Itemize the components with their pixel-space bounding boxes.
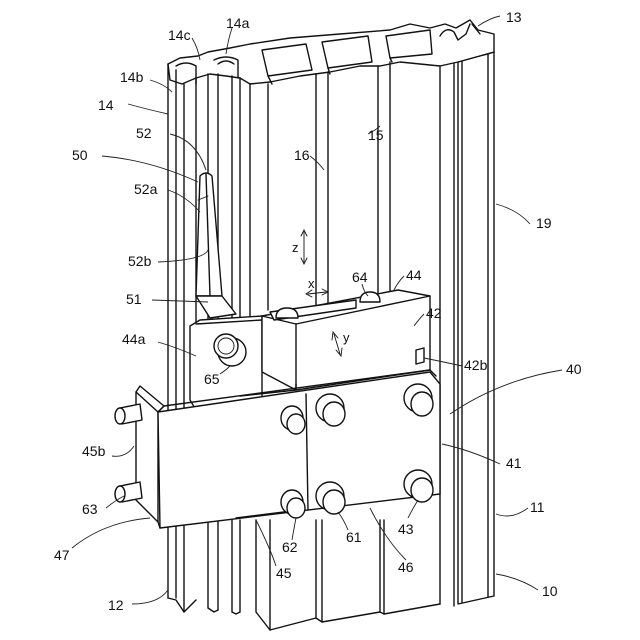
label-51: 51 [126,291,142,307]
axis-z-label: z [292,240,299,255]
label-41: 41 [506,455,522,471]
axis-y-label: y [343,330,350,345]
label-43: 43 [398,521,414,537]
label-61: 61 [346,529,362,545]
label-40: 40 [566,361,582,377]
label-62: 62 [282,539,298,555]
label-50: 50 [72,147,88,163]
label-52a: 52a [134,181,158,197]
label-52: 52 [136,125,152,141]
label-47: 47 [54,547,70,563]
label-10: 10 [542,583,558,599]
label-15: 15 [368,127,384,143]
label-44: 44 [406,267,422,283]
label-65: 65 [204,371,220,387]
label-63: 63 [82,501,98,517]
label-14: 14 [98,97,114,113]
rail-11 [458,52,494,604]
label-16: 16 [294,147,310,163]
label-42b: 42b [464,357,488,373]
label-12: 12 [108,597,124,613]
label-46: 46 [398,559,414,575]
label-14c: 14c [168,27,191,43]
label-11: 11 [530,499,545,515]
label-13: 13 [506,9,522,25]
label-52b: 52b [128,253,152,269]
axis-x-label: x [308,276,315,291]
label-19: 19 [536,215,552,231]
label-14b: 14b [120,69,144,85]
label-64: 64 [352,269,368,285]
label-45b: 45b [82,443,106,459]
label-42: 42 [426,305,442,321]
label-44a: 44a [122,331,146,347]
label-45: 45 [276,565,292,581]
label-14a: 14a [226,15,250,31]
